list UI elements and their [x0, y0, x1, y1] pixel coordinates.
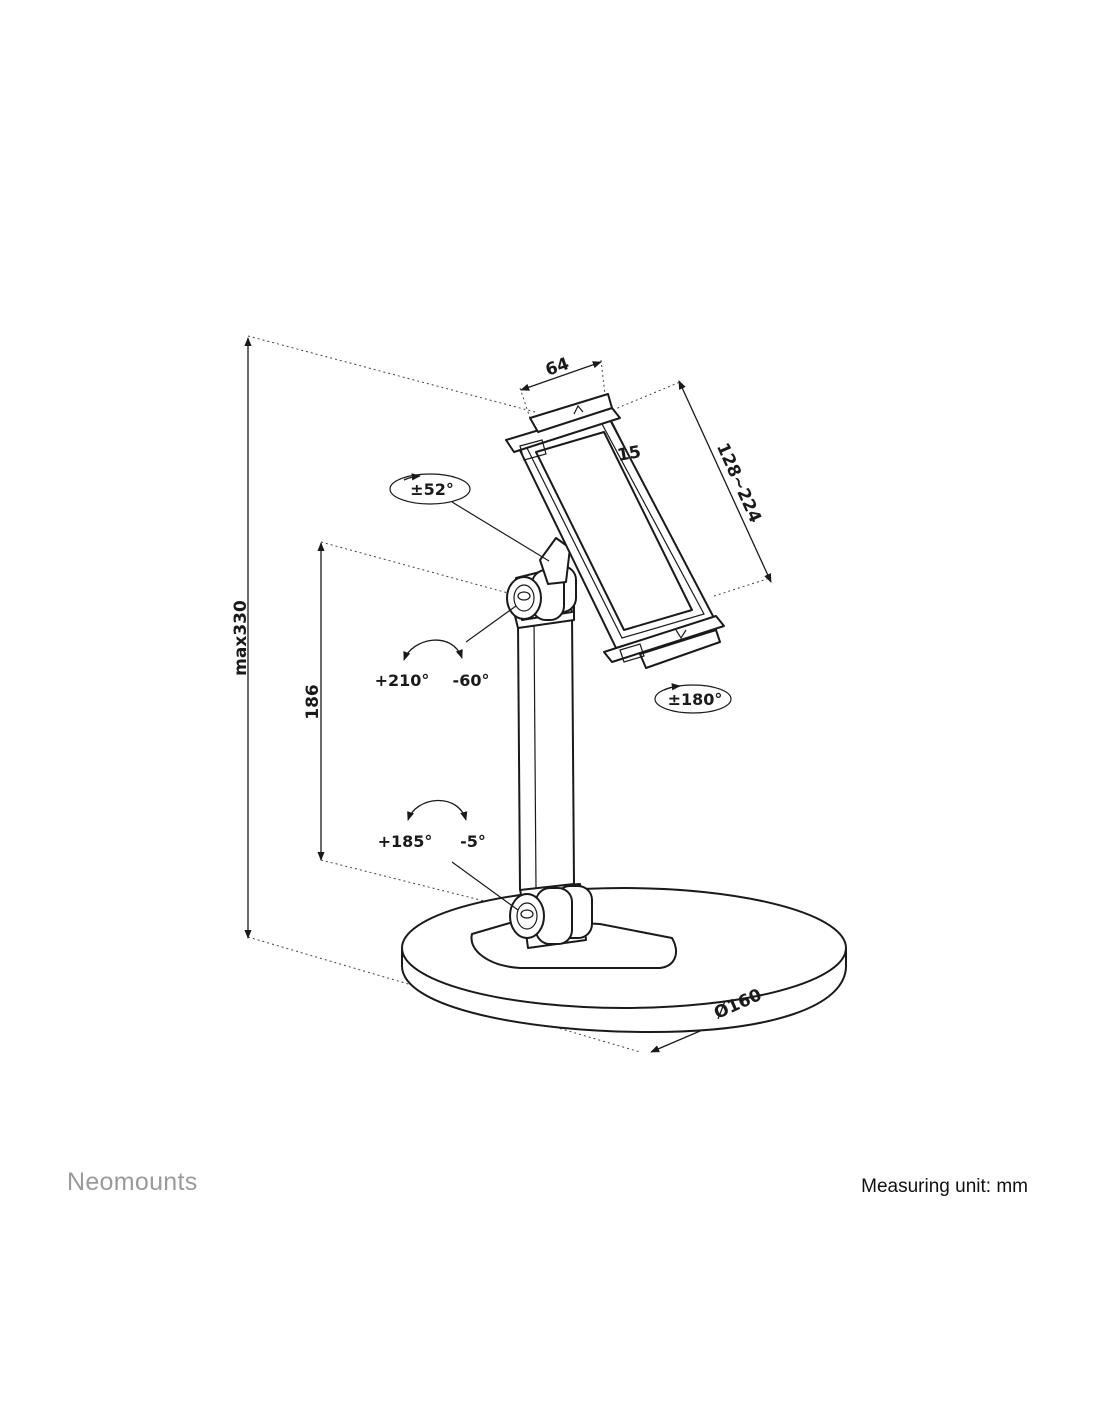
- dimension-lines: [244, 337, 846, 1053]
- angle-indicators: [389, 473, 732, 911]
- holder-width-dimension-line: [520, 361, 602, 391]
- lower-joint: [509, 883, 593, 949]
- brand-logo: Neomounts: [67, 1168, 198, 1196]
- top-rotate-label: ±52°: [410, 480, 454, 499]
- upper-tilt-arc: [403, 639, 463, 661]
- bottom-clamp: [603, 615, 725, 663]
- upper-tilt-plus-label: +210°: [375, 671, 430, 690]
- holder-range-label: 128~224: [712, 440, 765, 526]
- angle-labels: ±52° ±180° +210° -60° +185° -5°: [375, 480, 723, 851]
- holder-rotate-ellipse: [654, 684, 732, 714]
- holder-rotate-label: ±180°: [668, 690, 723, 709]
- upper-joint: [506, 537, 577, 621]
- arm-height-label: 186: [303, 684, 323, 720]
- tablet-holder: [505, 393, 725, 669]
- swivel-neck: [539, 537, 571, 585]
- upper-tilt-minus-label: -60°: [453, 671, 490, 690]
- base-plate: [401, 887, 847, 1033]
- lower-tilt-plus-label: +185°: [378, 832, 433, 851]
- holder-width-label: 64: [543, 354, 572, 381]
- holder-range-dimension-line: [678, 380, 772, 583]
- top-rotate-ellipse: [389, 473, 471, 505]
- tablet-screen: [535, 431, 693, 631]
- max-height-label: max330: [231, 600, 251, 676]
- holder-depth-label: 15: [616, 442, 643, 466]
- lower-tilt-minus-label: -5°: [460, 832, 486, 851]
- lower-tilt-arc: [407, 799, 468, 821]
- vertical-arm: [513, 603, 575, 891]
- measuring-unit-note: Measuring unit: mm: [861, 1176, 1028, 1197]
